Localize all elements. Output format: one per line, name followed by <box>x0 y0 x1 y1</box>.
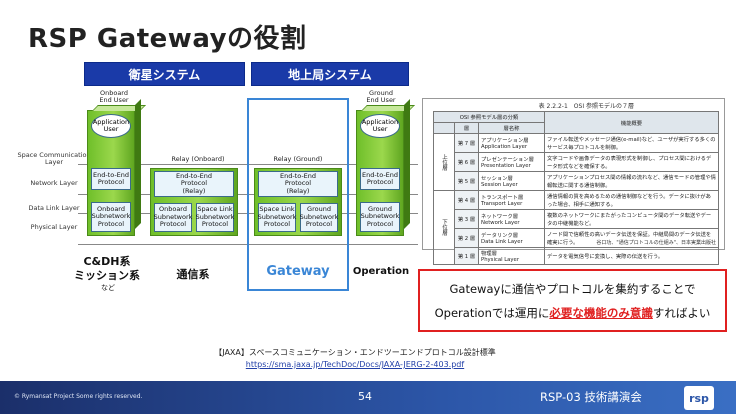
rsp-logo: rsp <box>684 386 714 410</box>
osi-group-lower: 下位層 <box>433 190 455 265</box>
ground-subnet-relay: Ground Subnetwork Protocol <box>300 203 338 232</box>
page-title: RSP Gatewayの役割 <box>28 24 307 54</box>
osi-source: 谷口功、"通信プロトコルの仕組み"、日本実業出版社 <box>596 240 716 246</box>
gateway-highlight-frame <box>247 98 349 291</box>
callout-highlight: 必要な機能のみ意識 <box>549 306 653 320</box>
reference-link[interactable]: https://sma.jaxa.jp/TechDoc/Docs/JAXA-JE… <box>245 360 465 369</box>
operation-label: Operation <box>352 266 410 277</box>
application-user-ground: Application User <box>360 114 400 138</box>
page-number: 54 <box>358 390 372 403</box>
event-name: RSP-03 技術講演会 <box>540 390 642 404</box>
e2e-protocol-ground: End-to-End Protocol <box>360 168 400 190</box>
callout-line2: Operationでは運用に必要な機能のみ意識すればよい <box>420 305 725 321</box>
reference-block: 【JAXA】スペースコミュニケーション・エンドツーエンドプロトコル設計標準 ht… <box>200 347 510 371</box>
osi-layer-number: 第 2 層 <box>454 228 479 248</box>
osi-layer-name: セッション層 Session Layer <box>478 171 545 191</box>
osi-layer-function: 文字コードや画像データの表現形式を制御し、プロセス間におけるデータ形式などを確保… <box>544 152 719 172</box>
osi-layer-name: プレゼンテーション層 Presentation Layer <box>478 152 545 172</box>
ground-end-user-label: Ground End User <box>366 89 396 105</box>
layer-label-comm: Space Communication Layer <box>17 151 91 167</box>
osi-layer-number: 第 3 層 <box>454 209 479 229</box>
ground-system-header: 地上局システム <box>251 62 409 86</box>
gateway-label: Gateway <box>266 264 330 279</box>
comm-system-label: 通信系 <box>176 268 210 281</box>
reference-text: 【JAXA】スペースコミュニケーション・エンドツーエンドプロトコル設計標準 <box>214 348 496 357</box>
relay-ground-label: Relay (Ground) <box>273 155 323 163</box>
osi-layer-number: 第 4 層 <box>454 190 479 210</box>
osi-layer-name: トランスポート層 Transport Layer <box>478 190 545 210</box>
cdh-mission-label: C&DH系 ミッション系 <box>74 255 140 282</box>
callout-line2-post: すればよい <box>652 306 711 320</box>
key-message-callout: Gatewayに通信やプロトコルを集約することで Operationでは運用に必… <box>418 269 727 332</box>
copyright-text: © Rymansat Project Some rights reserved. <box>14 393 143 400</box>
satellite-system-header: 衛星システム <box>84 62 245 86</box>
nado-label: など <box>101 284 115 292</box>
relay-onboard-label: Relay (Onboard) <box>171 155 225 163</box>
onboard-subnet-relay: Onboard Subnetwork Protocol <box>154 203 192 232</box>
osi-header-model: OSI 参照モデル層の分類 <box>433 111 545 123</box>
osi-group-upper: 上位層 <box>433 133 455 191</box>
osi-layer-number: 第 6 層 <box>454 152 479 172</box>
layer-label-physical: Physical Layer <box>30 223 78 231</box>
onboard-end-user-label: Onboard End User <box>99 89 129 105</box>
osi-layer-function: 複数のネットワークにまたがったコンピュータ間のデータ転送やデータの中継機能など。 <box>544 209 719 229</box>
footer-bar: © Rymansat Project Some rights reserved.… <box>0 381 736 414</box>
callout-line1: Gatewayに通信やプロトコルを集約することで <box>449 282 696 296</box>
osi-table: OSI 参照モデル層の分類 機能概要 層 層名称 上位層第 7 層アプリケーショ… <box>433 111 719 265</box>
osi-header-name: 層名称 <box>478 122 545 134</box>
osi-layer-name: 物理層 Physical Layer <box>478 247 545 265</box>
onboard-subnet-protocol: Onboard Subnetwork Protocol <box>91 202 131 232</box>
space-link-subnet-onboard: Space Link Subnetwork Protocol <box>196 203 234 232</box>
osi-layer-name: データリンク層 Data Link Layer <box>478 228 545 248</box>
osi-table-caption: 表 2.2.2-1 OSI 参照モデルの７層 <box>538 103 634 110</box>
application-user-onboard: Application User <box>91 114 131 138</box>
osi-layer-number: 第 5 層 <box>454 171 479 191</box>
ground-subnet-protocol: Ground Subnetwork Protocol <box>360 202 400 232</box>
osi-layer-number: 第 7 層 <box>454 133 479 153</box>
layer-label-network: Network Layer <box>30 179 78 187</box>
layer-label-datalink: Data Link Layer <box>28 204 80 212</box>
osi-layer-function: アプリケーションプロセス間の情報の流れなど、通信モードの管理や情報転送に関する通… <box>544 171 719 191</box>
callout-line2-pre: Operationでは運用に <box>434 306 550 320</box>
e2e-protocol-onboard: End-to-End Protocol <box>91 168 131 190</box>
osi-header-func: 機能概要 <box>544 111 719 134</box>
osi-layer-function: ファイル転送やメッセージ通信(e-mail)など、ユーザが実行する多くのサービス… <box>544 133 719 153</box>
e2e-protocol-relay-ground: End-to-End Protocol (Relay) <box>258 171 338 197</box>
e2e-protocol-relay-onboard: End-to-End Protocol (Relay) <box>154 171 234 197</box>
osi-layer-function: 通信情報の質を高めるための通信制御などを行う。データに抜けがあった場合、相手に通… <box>544 190 719 210</box>
osi-layer-function: データを電気信号に変換し、実際の伝送を行う。 <box>544 247 719 265</box>
osi-reference-table: 表 2.2.2-1 OSI 参照モデルの７層 OSI 参照モデル層の分類 機能概… <box>422 98 725 265</box>
osi-layer-name: アプリケーション層 Application Layer <box>478 133 545 153</box>
space-link-subnet-ground: Space Link Subnetwork Protocol <box>258 203 296 232</box>
osi-header-layer: 層 <box>454 122 479 134</box>
osi-layer-name: ネットワーク層 Network Layer <box>478 209 545 229</box>
osi-layer-number: 第 1 層 <box>454 247 479 265</box>
